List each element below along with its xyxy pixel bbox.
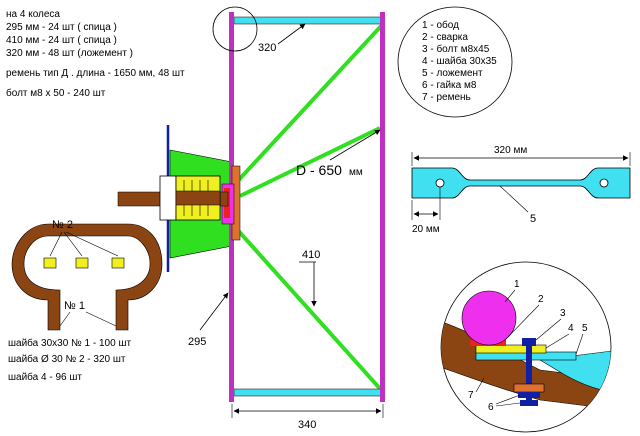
detail-label-3: 3	[560, 308, 566, 319]
detail-nut-washer	[513, 383, 545, 393]
label-num-2: № 2	[52, 219, 73, 231]
washer-2	[111, 257, 125, 269]
detail-label-5: 5	[582, 323, 588, 334]
note-line: 295 мм - 24 шт ( спица )	[6, 22, 117, 33]
legend-item: 4 - шайба 30х35	[422, 55, 497, 67]
spoke-upper-long	[232, 22, 385, 187]
detail-lodgement	[539, 349, 611, 393]
detail-rim	[461, 290, 517, 346]
main-dimensions: 320 D - 650 мм 410 295 340	[188, 23, 384, 431]
detail-circle	[212, 6, 258, 52]
washer-line: шайба 30х30 № 1 - 100 шт	[8, 337, 131, 349]
detail-view: 1 2 3 4 5 7 6	[440, 261, 612, 433]
lodgement-hole-left	[435, 178, 445, 188]
spoke-upper-short	[239, 126, 381, 198]
diameter-unit: мм	[349, 167, 363, 178]
detail-label-4: 4	[568, 323, 574, 334]
detail-label-6: 6	[488, 402, 494, 413]
note-line: ремень тип Д . длина - 1650 мм, 48 шт	[6, 68, 185, 79]
lodgement-leader	[499, 185, 529, 213]
detail-nut	[520, 400, 538, 406]
lodgement-hole-right	[599, 178, 609, 188]
legend-item: 5 - ложемент	[422, 68, 483, 79]
detail-washer	[475, 344, 547, 354]
note-line: 410 мм - 24 шт ( спица )	[6, 35, 117, 46]
spoke-lower-long	[232, 224, 385, 394]
detail-labels: 1 2 3 4 5 7 6	[468, 279, 588, 413]
washer-2	[75, 257, 89, 269]
lodgement-plate: 320 мм 20 мм 5	[411, 145, 631, 235]
note-line: болт м8 х 50 - 240 шт	[6, 87, 106, 99]
washer-2	[43, 257, 57, 269]
dim-320-arrow	[277, 23, 306, 45]
parts-notes: на 4 колеса 295 мм - 24 шт ( спица ) 410…	[6, 9, 185, 99]
diameter-arrow	[329, 129, 381, 161]
legend-item: 1 - обод	[422, 19, 459, 31]
note-line: 320 мм - 48 шт (ложемент )	[6, 48, 133, 59]
belt-shape	[11, 223, 163, 331]
dim-410-label: 410	[302, 249, 320, 261]
axle-through	[175, 190, 221, 206]
lodgement-body	[411, 167, 631, 199]
legend-item: 3 - болт м8х45	[422, 43, 490, 55]
washer-notes: шайба 30х30 № 1 - 100 шт шайба Ø 30 № 2 …	[8, 337, 131, 383]
note-line: на 4 колеса	[6, 9, 60, 20]
detail-nut	[518, 392, 540, 398]
wheel-assembly	[117, 6, 385, 402]
lodgement-dim-320-label: 320 мм	[494, 145, 527, 156]
dim-295-label: 295	[188, 336, 206, 348]
rim-rail-right	[380, 12, 385, 402]
legend-item: 7 - ремень	[422, 92, 471, 103]
detail-label-1: 1	[514, 279, 520, 290]
dim-320-label: 320	[258, 42, 276, 54]
legend-ellipse	[397, 6, 513, 118]
diameter-label: D - 650	[296, 162, 342, 178]
bearing-cap	[159, 175, 177, 221]
washer-line: шайба 4 - 96 шт	[8, 371, 82, 383]
dim-295-arrow	[199, 292, 229, 331]
lodgement-dim-20-label: 20 мм	[412, 224, 440, 235]
detail-label-7: 7	[468, 390, 474, 401]
washer-line: шайба Ø 30 № 2 - 320 шт	[8, 353, 126, 365]
legend-item: 2 - сварка	[422, 32, 468, 43]
belt-figure: № 2 № 1	[11, 219, 163, 331]
lodgement-part-5: 5	[530, 213, 536, 225]
detail-bolt-shank	[526, 345, 532, 405]
detail-bolt-head	[522, 338, 536, 346]
legend-item: 6 - гайка м8	[422, 80, 477, 91]
legend: 1 - обод 2 - сварка 3 - болт м8х45 4 - ш…	[397, 6, 513, 118]
dim-340-label: 340	[298, 419, 316, 431]
label-num-1: № 1	[64, 300, 85, 312]
detail-label-2: 2	[538, 294, 544, 305]
rim-bar-bottom	[233, 388, 383, 397]
